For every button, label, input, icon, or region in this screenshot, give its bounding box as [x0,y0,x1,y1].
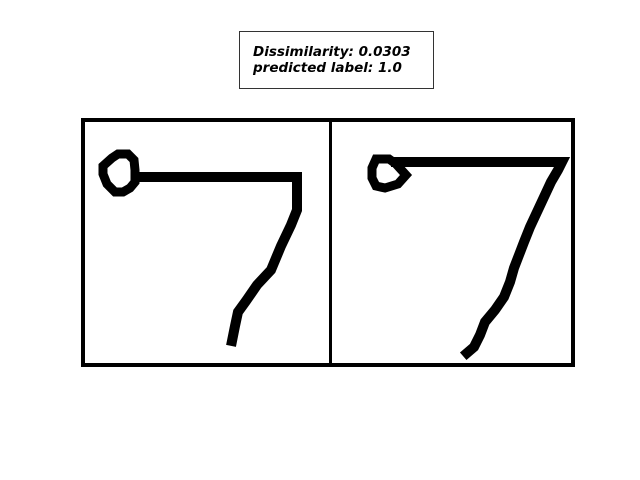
panel-divider [329,122,332,363]
handwritten-digit-7-icon [367,154,571,361]
result-caption-box: Dissimilarity: 0.0303 predicted label: 1… [239,31,434,89]
left-digit-image [85,122,328,363]
right-digit-image [332,122,575,363]
handwritten-digit-7-icon [98,149,302,347]
image-pair-frame [81,118,575,367]
predicted-label-text: predicted label: 1.0 [253,60,402,76]
dissimilarity-text: Dissimilarity: 0.0303 [253,44,411,60]
